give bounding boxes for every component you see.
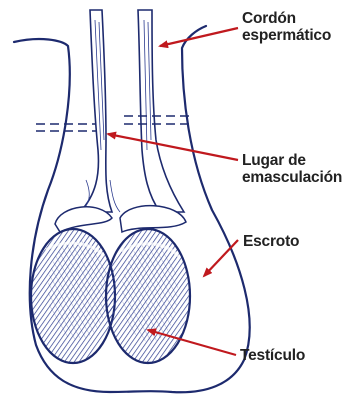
emasculation-marks (36, 116, 192, 131)
right-testicle (106, 229, 190, 363)
label-testicle: Testículo (240, 347, 305, 364)
left-epididymis (55, 207, 112, 232)
right-spermatic-cord (138, 10, 184, 212)
label-emasculation-site: Lugar de emasculación (242, 152, 342, 186)
label-spermatic-cord: Cordón espermático (242, 10, 331, 44)
left-testicle (31, 229, 115, 363)
label-scrotum: Escroto (243, 233, 299, 250)
arrow-lugar (108, 134, 238, 160)
arrow-escroto (204, 240, 238, 276)
